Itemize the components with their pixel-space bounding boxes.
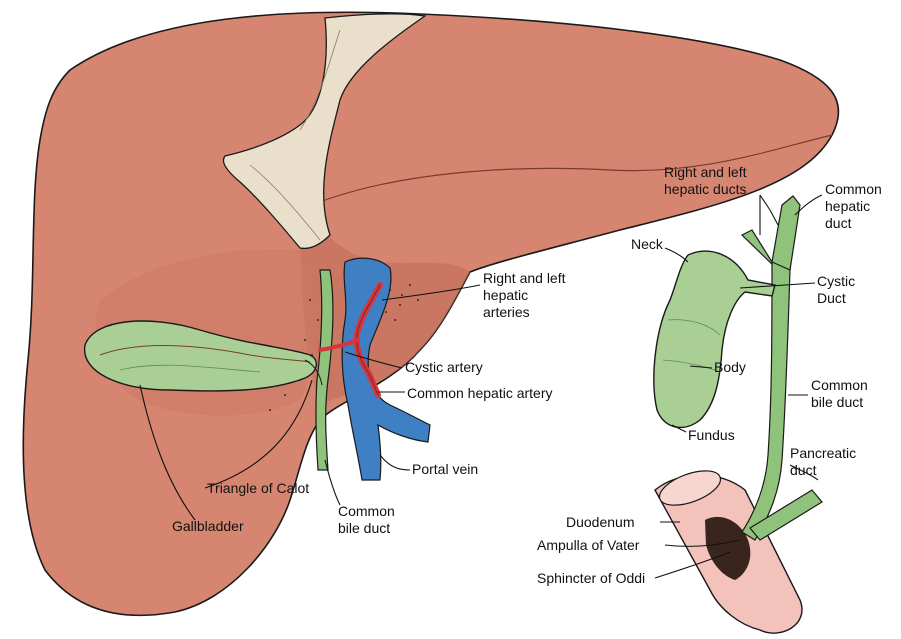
- label-hepatic-ducts: Right and left hepatic ducts: [664, 164, 747, 198]
- label-sphincter-of-oddi: Sphincter of Oddi: [537, 570, 645, 587]
- label-ampulla-of-vater: Ampulla of Vater: [537, 537, 639, 554]
- label-pancreatic-duct: Pancreatic duct: [790, 445, 856, 479]
- label-duodenum: Duodenum: [566, 514, 635, 531]
- label-triangle-of-calot: Triangle of Calot: [207, 480, 309, 497]
- label-common-hepatic-artery: Common hepatic artery: [407, 385, 553, 402]
- duodenum: [655, 464, 802, 633]
- label-common-bile-duct-right: Common bile duct: [811, 377, 868, 411]
- label-cystic-duct: Cystic Duct: [817, 273, 855, 307]
- gallbladder-right: [654, 251, 775, 427]
- label-fundus: Fundus: [688, 427, 735, 444]
- label-common-bile-duct-left: Common bile duct: [338, 503, 395, 537]
- label-common-hepatic-duct: Common hepatic duct: [825, 181, 882, 232]
- label-neck: Neck: [631, 236, 663, 253]
- label-cystic-artery: Cystic artery: [405, 359, 483, 376]
- label-gallbladder: Gallbladder: [172, 518, 244, 535]
- label-portal-vein: Portal vein: [412, 461, 478, 478]
- label-hepatic-arteries: Right and left hepatic arteries: [483, 270, 566, 321]
- right-left-hepatic-ducts: [742, 196, 800, 272]
- label-body: Body: [714, 359, 746, 376]
